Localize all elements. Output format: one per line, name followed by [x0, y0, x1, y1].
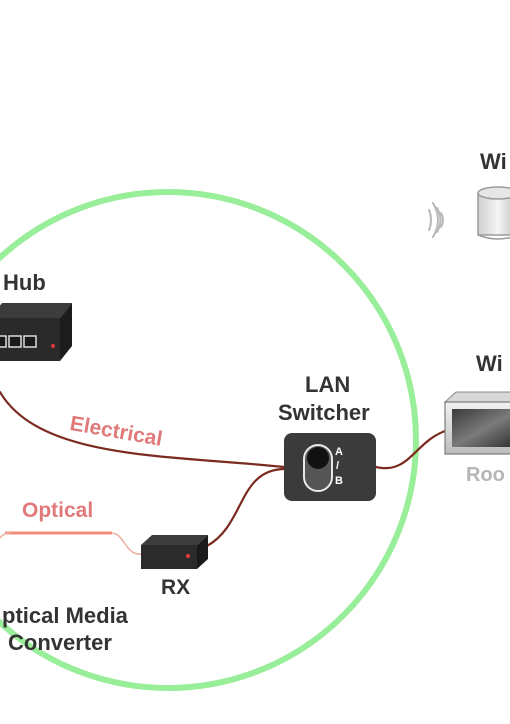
optical-fiber [0, 528, 143, 555]
cable-switch-to-router [374, 428, 450, 470]
electrical-cable [0, 390, 286, 469]
wi-top-label: Wi [480, 149, 507, 174]
optical-media-converter-label-line1: ptical Media [2, 603, 128, 628]
hub-device-icon [0, 303, 72, 361]
cable-rx-to-switch [205, 467, 286, 548]
wifi-access-point-icon [477, 186, 510, 240]
switch-box-icon [284, 433, 376, 501]
switch-label-a: A [335, 446, 343, 458]
lan-switcher-label-line2: Switcher [278, 400, 370, 425]
lan-switcher-label-line1: LAN [305, 372, 351, 397]
wifi-waves-icon [428, 202, 444, 238]
router-icon [443, 391, 510, 455]
wi-router-label: Wi [476, 351, 503, 376]
rx-box-icon [141, 535, 208, 569]
optical-media-converter-label-line2: Converter [8, 630, 112, 655]
switch-label-slash: / [336, 460, 340, 472]
hub-label: Hub [3, 270, 46, 295]
rx-label: RX [161, 576, 191, 599]
switch-label-b: B [335, 475, 343, 487]
optical-label: Optical [22, 499, 94, 522]
room-label: Roo [466, 464, 505, 486]
network-zone-circle [0, 189, 419, 691]
